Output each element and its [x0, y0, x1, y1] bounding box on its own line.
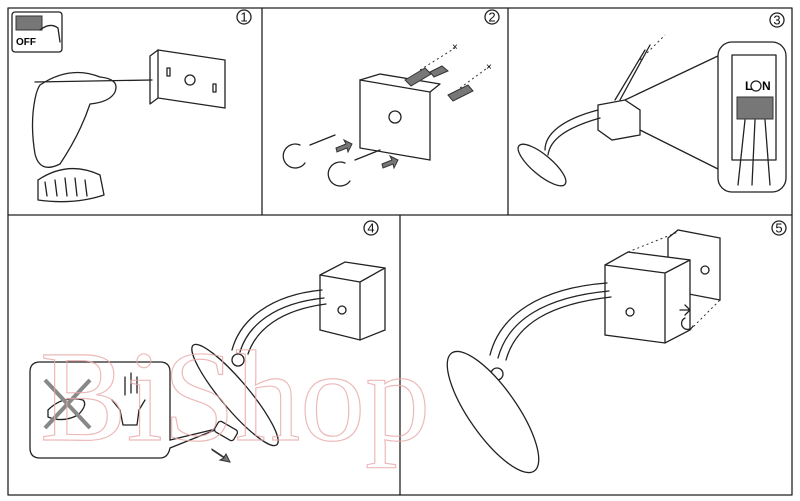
step-1-number: 1: [236, 9, 252, 25]
bare-hand-prohibited-icon: [43, 378, 92, 430]
step-2-number: 2: [484, 9, 500, 25]
power-off-switch-icon: OFF: [11, 11, 63, 53]
step-4-panel: 4: [29, 220, 386, 463]
glove-icon: [111, 372, 146, 426]
step-1-panel: OFF 1: [11, 9, 252, 203]
step-3-number: 3: [769, 12, 785, 28]
hand-with-pencil-icon: [31, 71, 153, 203]
panel-frame: [7, 7, 793, 496]
glove-warning-callout: [29, 361, 221, 459]
live-terminal-label: L: [745, 79, 752, 93]
step-2-panel: × × 2: [282, 9, 500, 187]
x-mark: ×: [486, 62, 492, 73]
screws-and-anchors: × ×: [309, 42, 492, 170]
step-4-number: 4: [363, 220, 379, 236]
rotate-arrow-icon: [282, 143, 351, 187]
svg-text:4: 4: [367, 221, 374, 236]
off-label: OFF: [16, 37, 36, 48]
neutral-terminal-label: N: [762, 79, 771, 93]
svg-text:2: 2: [488, 10, 495, 25]
svg-text:3: 3: [773, 13, 780, 28]
step-5-panel: 5: [446, 220, 787, 474]
bulb-insert: [211, 420, 239, 463]
svg-text:1: 1: [240, 10, 247, 25]
step-3-panel: L N 3: [517, 12, 787, 193]
x-mark: ×: [452, 42, 458, 53]
watermark: BiShop: [40, 325, 430, 469]
svg-text:5: 5: [775, 221, 782, 236]
wall-bracket: [149, 49, 226, 109]
step-5-number: 5: [771, 220, 787, 236]
terminal-block-detail: L N: [717, 41, 787, 193]
